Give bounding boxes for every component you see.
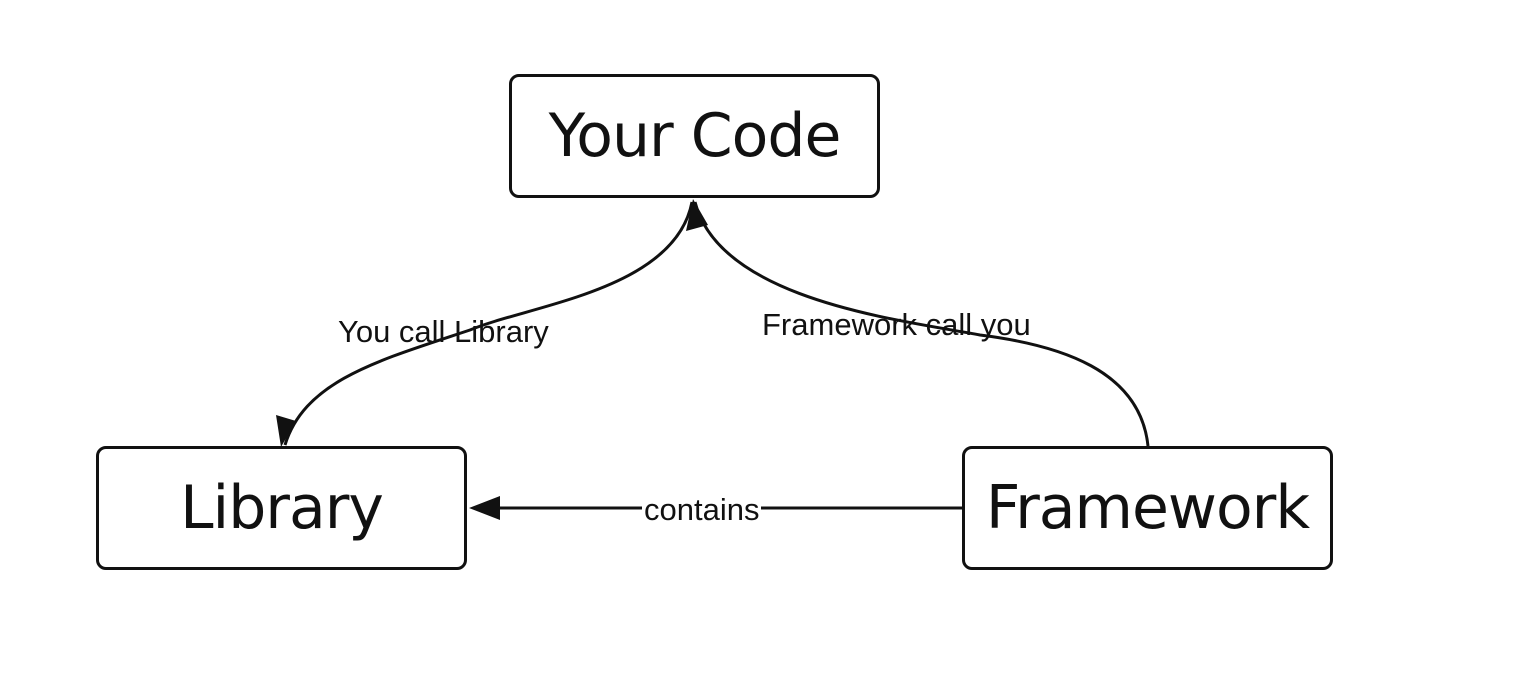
edge-label-framework-call-you: Framework call you xyxy=(762,307,1031,342)
arrowhead-your-code-bottom xyxy=(686,199,708,231)
edge-framework-call-you xyxy=(693,201,1150,447)
edge-you-call-library xyxy=(283,201,694,446)
node-framework-label: Framework xyxy=(985,473,1310,543)
node-your-code-label: Your Code xyxy=(548,101,842,171)
node-library: Library xyxy=(96,446,467,570)
node-library-label: Library xyxy=(180,473,384,543)
edge-label-contains: contains xyxy=(642,492,762,527)
edge-label-you-call-library: You call Library xyxy=(338,314,549,349)
node-your-code: Your Code xyxy=(509,74,880,198)
node-framework: Framework xyxy=(962,446,1333,570)
arrowhead-library-right xyxy=(469,496,500,520)
arrowhead-library-top xyxy=(276,415,296,447)
